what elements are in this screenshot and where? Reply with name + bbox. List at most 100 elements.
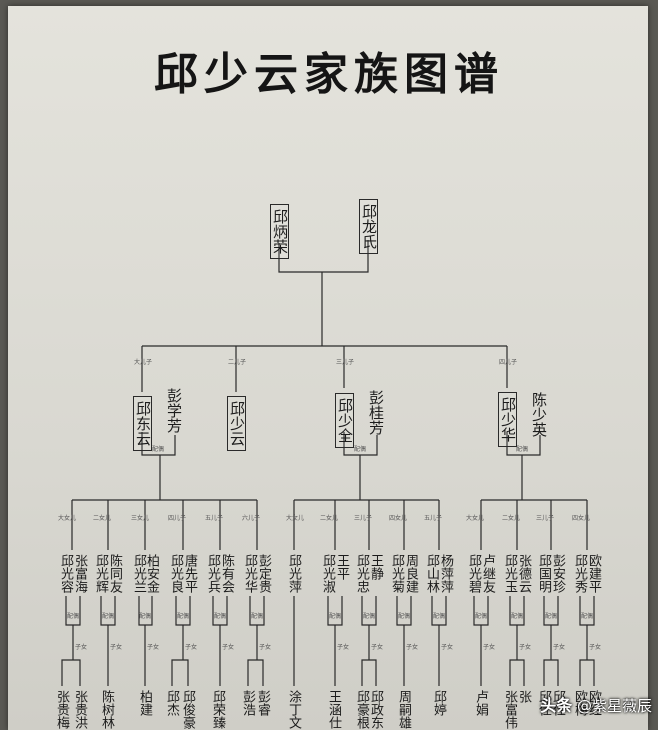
rank-label: 三儿子 <box>536 515 555 522</box>
label-marriage: 配偶 <box>363 613 376 620</box>
person-s3: 邱少全 <box>335 393 354 448</box>
label-children: 子女 <box>553 644 566 651</box>
label-marriage: 配偶 <box>581 613 594 620</box>
rank-label: 四女儿 <box>572 515 591 522</box>
person-c4w: 唐先平 <box>182 554 197 593</box>
person-d21: 欧梅 <box>572 690 587 716</box>
rank-label: 四儿子 <box>499 359 518 366</box>
person-d10: 涂丁文 <box>286 690 301 729</box>
connector <box>473 596 595 626</box>
label-marriage: 配偶 <box>398 613 411 620</box>
person-d20: 邱仕 <box>550 690 565 716</box>
label-marriage: 配偶 <box>67 613 80 620</box>
person-c2w: 陈同友 <box>107 554 122 593</box>
connector <box>247 625 264 686</box>
person-c2: 邱光辉 <box>93 554 108 593</box>
label-marriage: 配偶 <box>475 613 488 620</box>
person-s1w: 彭学芳 <box>165 388 183 433</box>
person-c14w: 彭安珍 <box>550 554 565 593</box>
person-d13: 邱政东 <box>368 690 383 729</box>
person-c6: 邱光华 <box>242 554 257 593</box>
person-d4: 柏建 <box>137 690 152 716</box>
rank-label: 大儿子 <box>134 359 153 366</box>
person-c13w: 张德云 <box>516 554 531 593</box>
label-marriage: 配偶 <box>214 613 227 620</box>
connector <box>543 625 559 686</box>
label-children: 子女 <box>519 644 532 651</box>
connector <box>61 625 81 686</box>
label-marriage: 配偶 <box>139 613 152 620</box>
person-c12w: 卢继友 <box>480 554 495 593</box>
rank-label: 二女儿 <box>93 515 112 522</box>
rank-label: 四儿子 <box>168 515 187 522</box>
person-c8: 邱光淑 <box>320 554 335 593</box>
person-c10: 邱光菊 <box>389 554 404 593</box>
person-c14: 邱国明 <box>536 554 551 593</box>
rank-label: 五儿子 <box>424 515 443 522</box>
person-c3w: 柏安金 <box>144 554 159 593</box>
person-s4w: 陈少英 <box>530 392 548 437</box>
label-children: 子女 <box>589 644 602 651</box>
person-c5: 邱光兵 <box>205 554 220 593</box>
page-title: 邱少云家族图谱 <box>154 49 504 100</box>
connector <box>71 500 258 550</box>
person-c6w: 彭定贵 <box>256 554 271 593</box>
person-d9: 彭睿 <box>255 690 270 716</box>
person-s1: 邱东云 <box>133 396 152 451</box>
connector <box>327 596 447 626</box>
person-c12: 邱光碧 <box>466 554 481 593</box>
label-marriage: 配偶 <box>251 613 264 620</box>
label-children: 子女 <box>406 644 419 651</box>
connector <box>293 500 440 550</box>
person-c13: 邱光玉 <box>502 554 517 593</box>
person-c11: 邱山林 <box>424 554 439 593</box>
connector <box>579 625 595 686</box>
person-d18: 张 <box>516 690 531 703</box>
person-c4: 邱光良 <box>168 554 183 593</box>
label-marriage: 配偶 <box>433 613 446 620</box>
person-d16: 卢娟 <box>473 690 488 716</box>
person-d14: 周嗣雄 <box>396 690 411 729</box>
person-s4: 邱少华 <box>498 392 517 447</box>
connector <box>480 500 588 550</box>
person-d12: 邱豪根 <box>354 690 369 729</box>
person-g1: 邱炳荣 <box>270 204 289 259</box>
person-c3: 邱光兰 <box>131 554 146 593</box>
person-c11w: 杨萍萍 <box>438 554 453 593</box>
rank-label: 二女儿 <box>320 515 339 522</box>
person-c15w: 欧建平 <box>586 554 601 593</box>
label-marriage: 配偶 <box>329 613 342 620</box>
connector <box>171 625 189 686</box>
person-d7: 邱荣臻 <box>210 690 225 729</box>
person-d15: 邱婷 <box>431 690 446 716</box>
person-d11: 王涵仕 <box>326 690 341 729</box>
rank-label: 六儿子 <box>242 515 261 522</box>
person-g2: 邱龙氏 <box>359 199 378 254</box>
label-children: 子女 <box>337 644 350 651</box>
person-d19: 邱仕 <box>536 690 551 716</box>
rank-label: 三儿子 <box>354 515 373 522</box>
label-marriage: 配偶 <box>354 445 366 453</box>
label-children: 子女 <box>185 644 198 651</box>
watermark: 头条 @紫星薇辰 <box>540 692 652 716</box>
rank-label: 大女儿 <box>466 515 485 522</box>
person-d17: 张富伟 <box>502 690 517 729</box>
label-marriage: 配偶 <box>102 613 115 620</box>
label-children: 子女 <box>371 644 384 651</box>
connector <box>141 346 508 392</box>
label-children: 子女 <box>110 644 123 651</box>
label-children: 子女 <box>222 644 235 651</box>
person-c9: 邱光忠 <box>354 554 369 593</box>
label-children: 子女 <box>147 644 160 651</box>
person-c1w: 张富海 <box>72 554 87 593</box>
connector <box>65 596 265 626</box>
connector <box>509 625 525 686</box>
connector <box>141 432 176 456</box>
rank-label: 大女儿 <box>286 515 305 522</box>
label-marriage: 配偶 <box>516 445 528 453</box>
person-d1: 张贵梅 <box>54 690 69 729</box>
label-marriage: 配偶 <box>152 445 164 453</box>
watermark-handle: @紫星薇辰 <box>576 697 652 715</box>
person-s2: 邱少云 <box>227 396 246 451</box>
rank-label: 五儿子 <box>205 515 224 522</box>
